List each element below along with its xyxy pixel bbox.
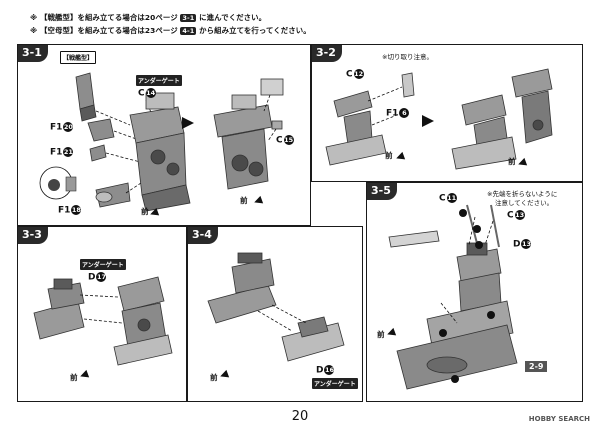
step-3-4-drawing	[207, 252, 345, 378]
note-step-ref: 3-1	[180, 14, 197, 22]
part-label-c15: C15	[276, 135, 294, 146]
note-tag-carrier: 【空母型】	[39, 26, 78, 35]
front-direction-label: 前	[141, 207, 149, 216]
step-number: 3-2	[312, 45, 342, 62]
part-label-d13: D13	[513, 239, 532, 250]
step-number: 3-3	[18, 227, 48, 244]
part-label-d17: D17	[88, 272, 107, 283]
note-tag-battleship: 【戦艦型】	[39, 13, 78, 22]
mode-tag: 【戦艦型】	[60, 51, 97, 64]
front-direction-label: 前	[70, 373, 78, 382]
part-label-d16: D16	[316, 365, 335, 376]
front-direction-label: 前	[377, 330, 385, 339]
tip-caution-note: ※先端を折らないように	[487, 190, 558, 198]
step-3-1-drawing	[39, 72, 284, 216]
part-label-f1-18: F118	[58, 205, 82, 216]
underside-gate-tag: アンダーゲート	[136, 75, 182, 86]
cut-caution-note: ※切り取り注意。	[382, 53, 433, 61]
note-battleship: ※ 【戦艦型】を組み立てる場合は20ページ 3-1 に進んでください。	[30, 12, 266, 23]
step-3-1-panel: 3-1 【戦艦型】 アンダーゲート	[17, 44, 311, 226]
underside-gate-tag: アンダーゲート	[80, 259, 126, 270]
step-number: 3-5	[367, 183, 397, 200]
step-reference-box: 2-9	[525, 361, 548, 372]
front-direction-label: 前	[240, 196, 248, 205]
step-3-3-panel: 3-3 アンダーゲート D17 前	[17, 226, 187, 402]
step-3-2-drawing	[325, 68, 553, 170]
page-number: 20	[291, 409, 309, 424]
tip-caution-note: 注意してください。	[495, 199, 554, 207]
front-direction-label: 前	[385, 151, 393, 160]
part-label-c13: C13	[507, 210, 525, 221]
part-label-c12: C12	[346, 69, 364, 80]
note-marker: ※	[30, 26, 38, 35]
note-text: から組み立てを行ってください。	[199, 26, 311, 35]
step-3-4-panel: 3-4 D16 アンダーゲート 前	[187, 226, 363, 402]
front-direction-label: 前	[210, 373, 218, 382]
note-marker: ※	[30, 13, 38, 22]
note-step-ref: 4-1	[180, 27, 197, 35]
part-label-c14: C14	[138, 88, 156, 99]
front-direction-label: 前	[508, 157, 516, 166]
note-carrier: ※ 【空母型】を組み立てる場合は23ページ 4-1 から組み立てを行ってください…	[30, 25, 311, 36]
step-number: 3-1	[18, 45, 48, 62]
part-label-c11: C11	[439, 193, 457, 204]
watermark-brand: HOBBY SEARCH	[528, 415, 590, 423]
part-label-f1-20: F120	[50, 122, 74, 133]
underside-gate-tag: アンダーゲート	[312, 378, 358, 389]
step-3-2-panel: 3-2 ※切り取り注意。	[311, 44, 583, 182]
part-label-f1-21: F121	[50, 147, 74, 158]
step-number: 3-4	[188, 227, 218, 244]
step-3-3-drawing	[33, 276, 173, 378]
note-text: を組み立てる場合は20ページ	[77, 13, 178, 22]
step-3-5-panel: 3-5 ※先端を折らないように 注意してください。	[366, 182, 583, 402]
note-text: を組み立てる場合は23ページ	[77, 26, 178, 35]
step-3-5-drawing	[387, 204, 518, 390]
note-text: に進んでください。	[199, 13, 267, 22]
